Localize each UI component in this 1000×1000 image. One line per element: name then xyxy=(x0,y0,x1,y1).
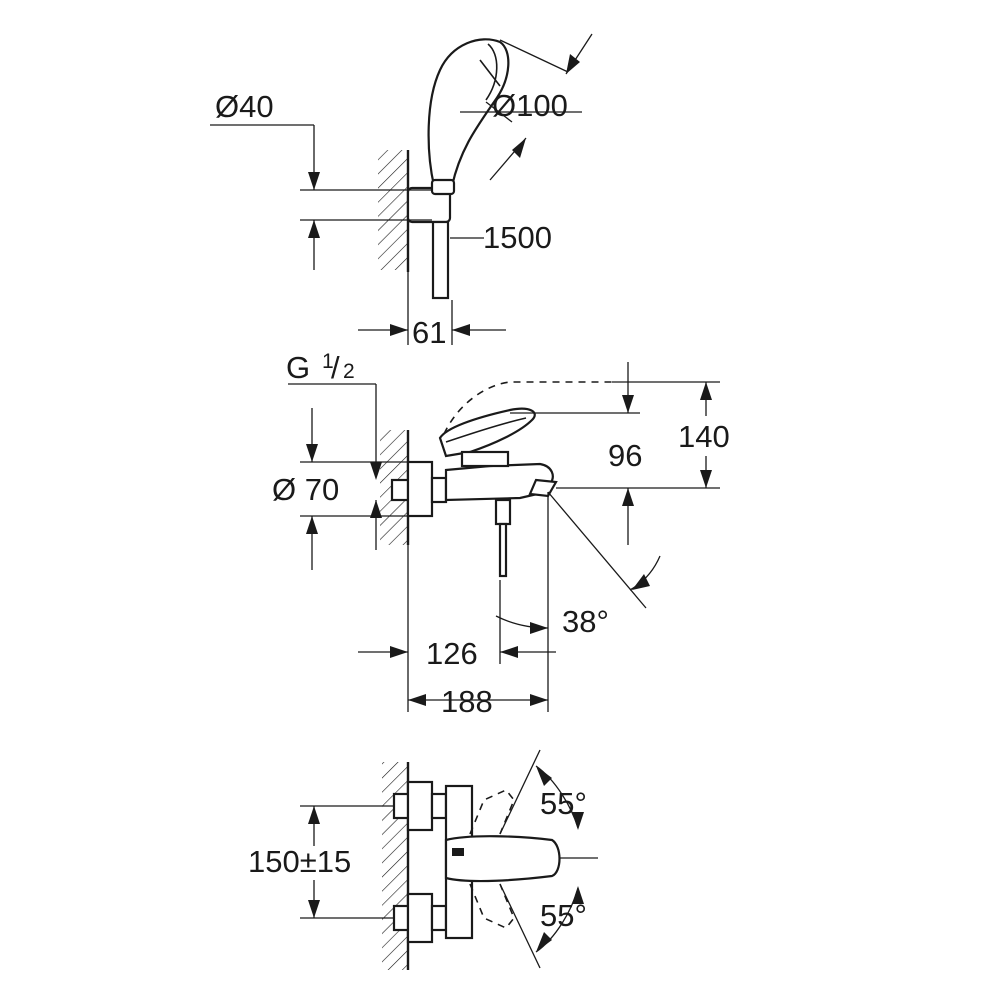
label-angle-55-bottom: 55° xyxy=(540,898,587,933)
mixer-lever-top xyxy=(444,835,561,883)
label-angle-38: 38° xyxy=(562,604,609,639)
svg-text:/: / xyxy=(331,350,340,385)
wall-hatch-top xyxy=(378,150,408,270)
label-height-96: 96 xyxy=(608,438,642,473)
label-dia-100: Ø100 xyxy=(492,88,568,123)
label-dia-40: Ø40 xyxy=(215,89,274,124)
wall-connector xyxy=(390,478,410,502)
shower-head xyxy=(427,38,510,188)
label-spacing: 150±15 xyxy=(248,844,351,879)
label-hose-1500: 1500 xyxy=(483,220,552,255)
bottom-view-mixer: 150±15 55° 55° xyxy=(248,749,598,970)
diverter-knob xyxy=(494,498,512,526)
label-dia-70: Ø 70 xyxy=(272,472,339,507)
middle-view-mixer: G 1 / 2 Ø 70 96 140 xyxy=(272,350,730,719)
label-thread-g: G xyxy=(286,350,310,385)
label-depth-126: 126 xyxy=(426,636,478,671)
top-view-shower: Ø40 Ø100 1500 61 xyxy=(210,33,593,350)
shower-hose xyxy=(431,220,450,300)
label-thread-num: 1 xyxy=(322,350,334,373)
label-angle-55-top: 55° xyxy=(540,786,587,821)
mixer-lever xyxy=(438,407,536,458)
label-height-140: 140 xyxy=(678,419,730,454)
shower-holder xyxy=(406,186,452,224)
label-depth-188: 188 xyxy=(441,684,493,719)
label-thread-den: 2 xyxy=(343,360,355,383)
label-offset-61: 61 xyxy=(412,315,446,350)
